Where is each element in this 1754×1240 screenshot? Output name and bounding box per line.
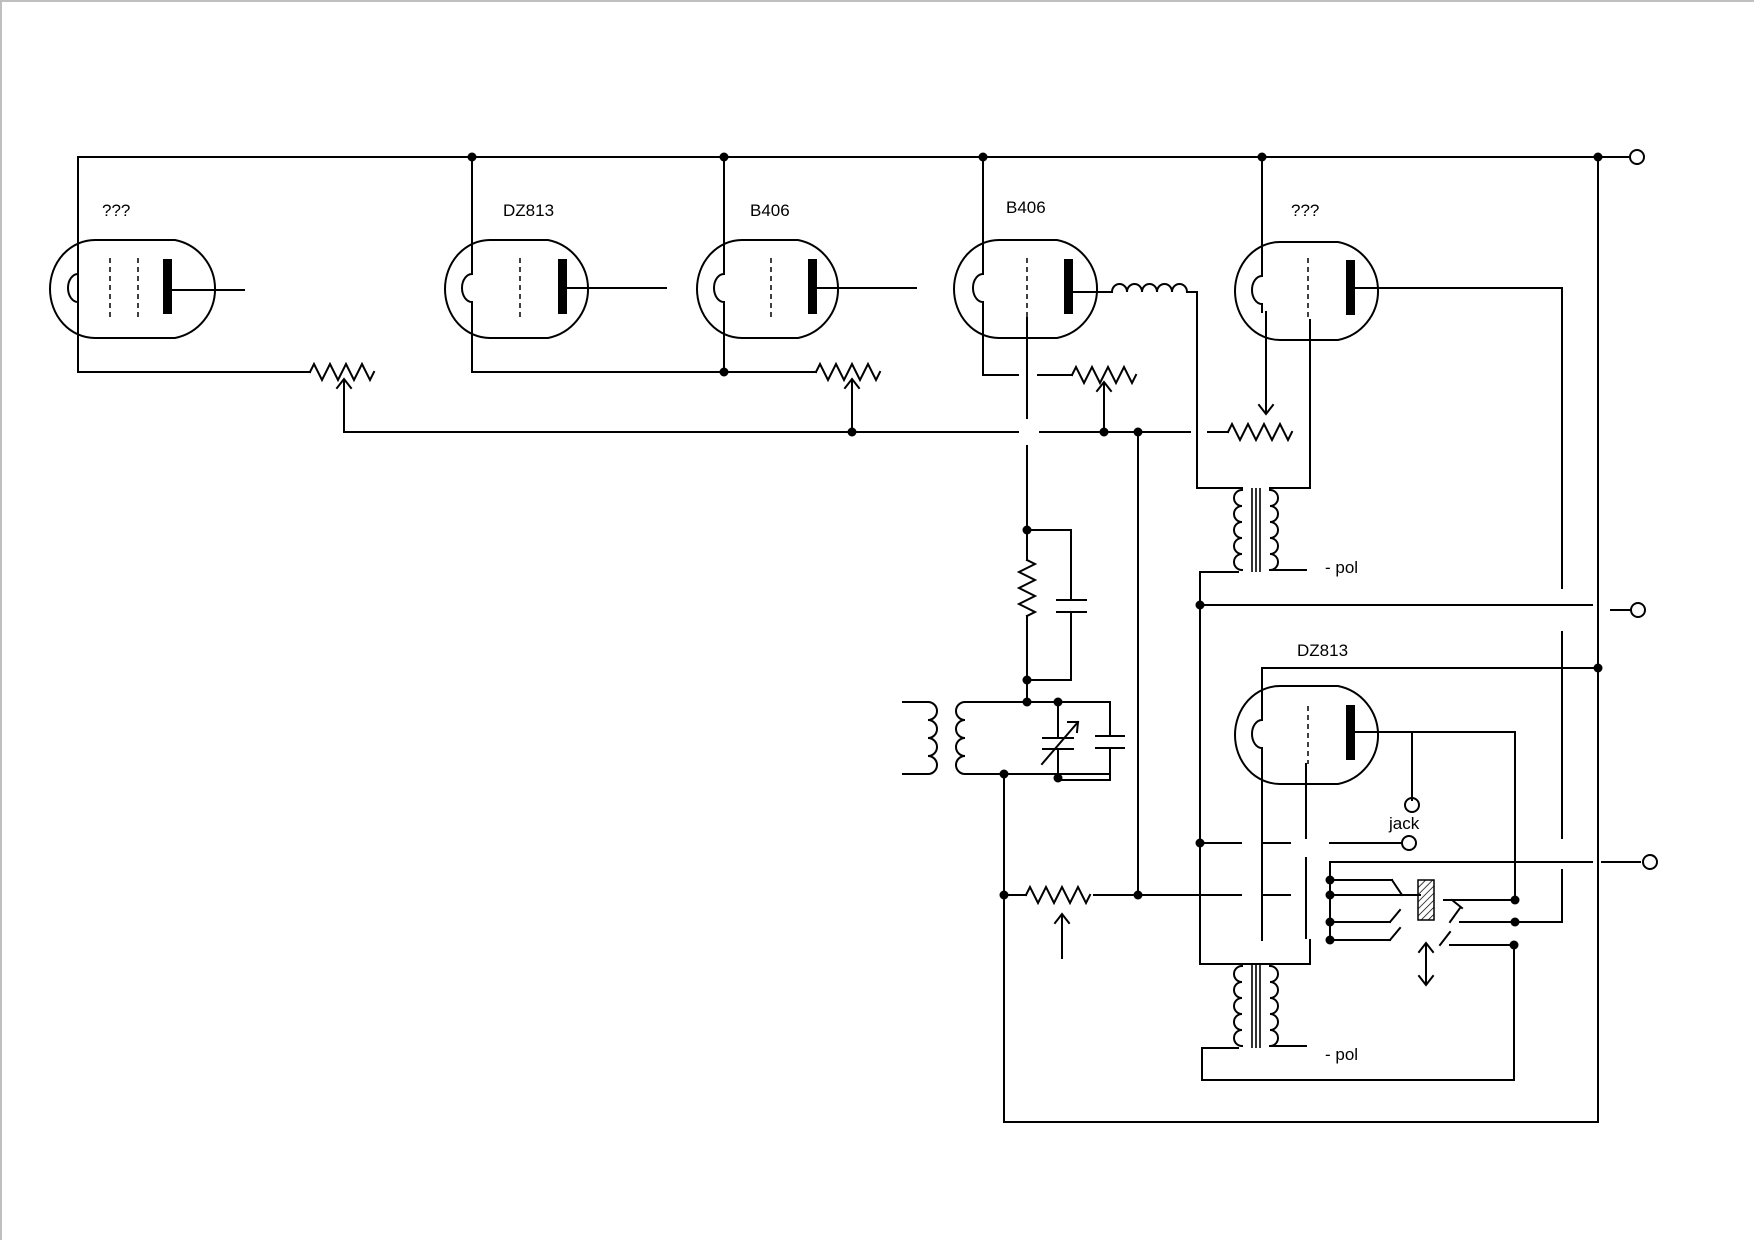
middle-rail	[1195, 600, 1631, 611]
transformer-lower	[1199, 889, 1515, 1081]
detector-grid-circuit	[1016, 317, 1087, 707]
filament-return-wires	[77, 361, 1138, 386]
jack-label: jack	[1388, 814, 1420, 833]
tube-4-label: B406	[1006, 198, 1046, 217]
switch-lever-block	[1417, 879, 1435, 921]
lower-left-pot-circuit	[999, 431, 1599, 1123]
tube-6	[1234, 663, 1603, 941]
tube-6-label: DZ813	[1297, 641, 1348, 660]
tube-5-filament-arrow	[1257, 311, 1275, 416]
tube-2-label: DZ813	[503, 201, 554, 220]
top-supply-rail	[77, 152, 1629, 1123]
terminal-lower	[1642, 854, 1658, 870]
tube-1-label: ???	[102, 201, 130, 220]
tube-5-label: ???	[1291, 201, 1319, 220]
tube-3	[696, 239, 917, 373]
tube-4	[953, 239, 1198, 489]
switch-assembly	[1209, 861, 1641, 1081]
switch-toggle-arrow	[1417, 941, 1435, 987]
jack-connector	[1195, 797, 1420, 851]
terminal-middle	[1630, 602, 1646, 618]
tube-5	[1234, 241, 1563, 923]
pol-label-lower: - pol	[1325, 1045, 1358, 1064]
rheostat-wipers	[335, 377, 1113, 433]
tube-1	[49, 239, 245, 373]
terminal-top	[1629, 149, 1645, 165]
pol-label-upper: - pol	[1325, 558, 1358, 577]
tube-2	[444, 239, 667, 373]
filament-bus	[343, 421, 1294, 443]
tube-3-label: B406	[750, 201, 790, 220]
transformer-upper	[1196, 487, 1311, 891]
tuning-tank-circuit	[902, 697, 1125, 783]
